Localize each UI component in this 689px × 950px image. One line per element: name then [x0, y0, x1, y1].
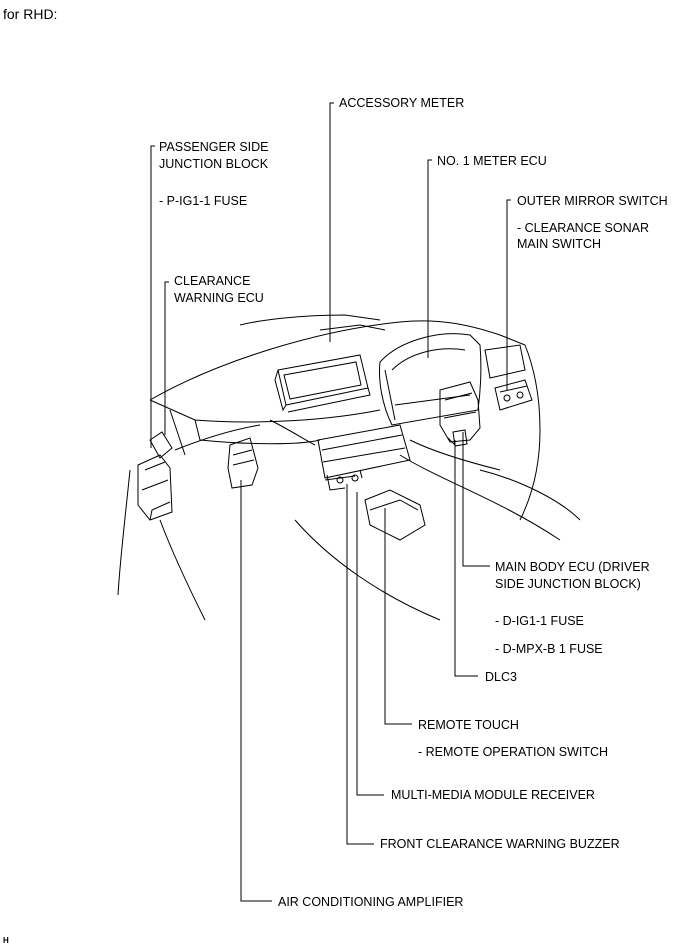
clearance-warning-ecu-shape	[149, 431, 173, 459]
remote-touch-label: REMOTE TOUCH	[418, 718, 519, 732]
no1-meter-ecu-label: NO. 1 METER ECU	[437, 154, 547, 168]
dashboard-outline	[117, 314, 581, 621]
clearance-warning-ecu-label: CLEARANCE	[174, 274, 251, 288]
clearance-sonar-label: - CLEARANCE SONAR	[517, 221, 649, 235]
clearance-warning-ecu-label-2: WARNING ECU	[174, 291, 264, 305]
accessory-meter-label: ACCESSORY METER	[339, 96, 465, 110]
ac-amplifier-label: AIR CONDITIONING AMPLIFIER	[278, 895, 464, 909]
dmpxb-fuse-label: - D-MPX-B 1 FUSE	[495, 642, 603, 656]
figure-code: H	[3, 936, 9, 945]
passenger-junction-block-label: PASSENGER SIDE	[159, 140, 269, 154]
passenger-junction-block-shape	[137, 454, 173, 521]
clearance-sonar-label-2: MAIN SWITCH	[517, 237, 602, 251]
pig1-fuse-label: - P-IG1-1 FUSE	[159, 194, 248, 208]
page-title: for RHD:	[3, 6, 58, 22]
mm-receiver-label: MULTI-MEDIA MODULE RECEIVER	[391, 788, 595, 802]
passenger-junction-block-label-2: JUNCTION BLOCK	[159, 157, 269, 171]
front-buzzer-label: FRONT CLEARANCE WARNING BUZZER	[380, 837, 620, 851]
accessory-meter-shape	[274, 354, 371, 413]
dlc3-label: DLC3	[485, 670, 517, 684]
main-body-ecu-shape	[439, 381, 481, 446]
remote-touch-shape	[364, 489, 426, 541]
main-body-ecu-label: MAIN BODY ECU (DRIVER	[495, 560, 650, 574]
meter-cluster-shape	[379, 333, 482, 426]
main-body-ecu-label-2: SIDE JUNCTION BLOCK)	[495, 577, 641, 591]
leader-lines	[150, 102, 511, 902]
dig1-fuse-label: - D-IG1-1 FUSE	[495, 614, 584, 628]
outer-mirror-switch-shape	[494, 379, 533, 411]
ac-amplifier-shape	[227, 437, 259, 489]
remote-operation-switch-label: - REMOTE OPERATION SWITCH	[418, 745, 609, 759]
outer-mirror-switch-label: OUTER MIRROR SWITCH	[517, 194, 668, 208]
center-panel-shape	[317, 424, 411, 491]
